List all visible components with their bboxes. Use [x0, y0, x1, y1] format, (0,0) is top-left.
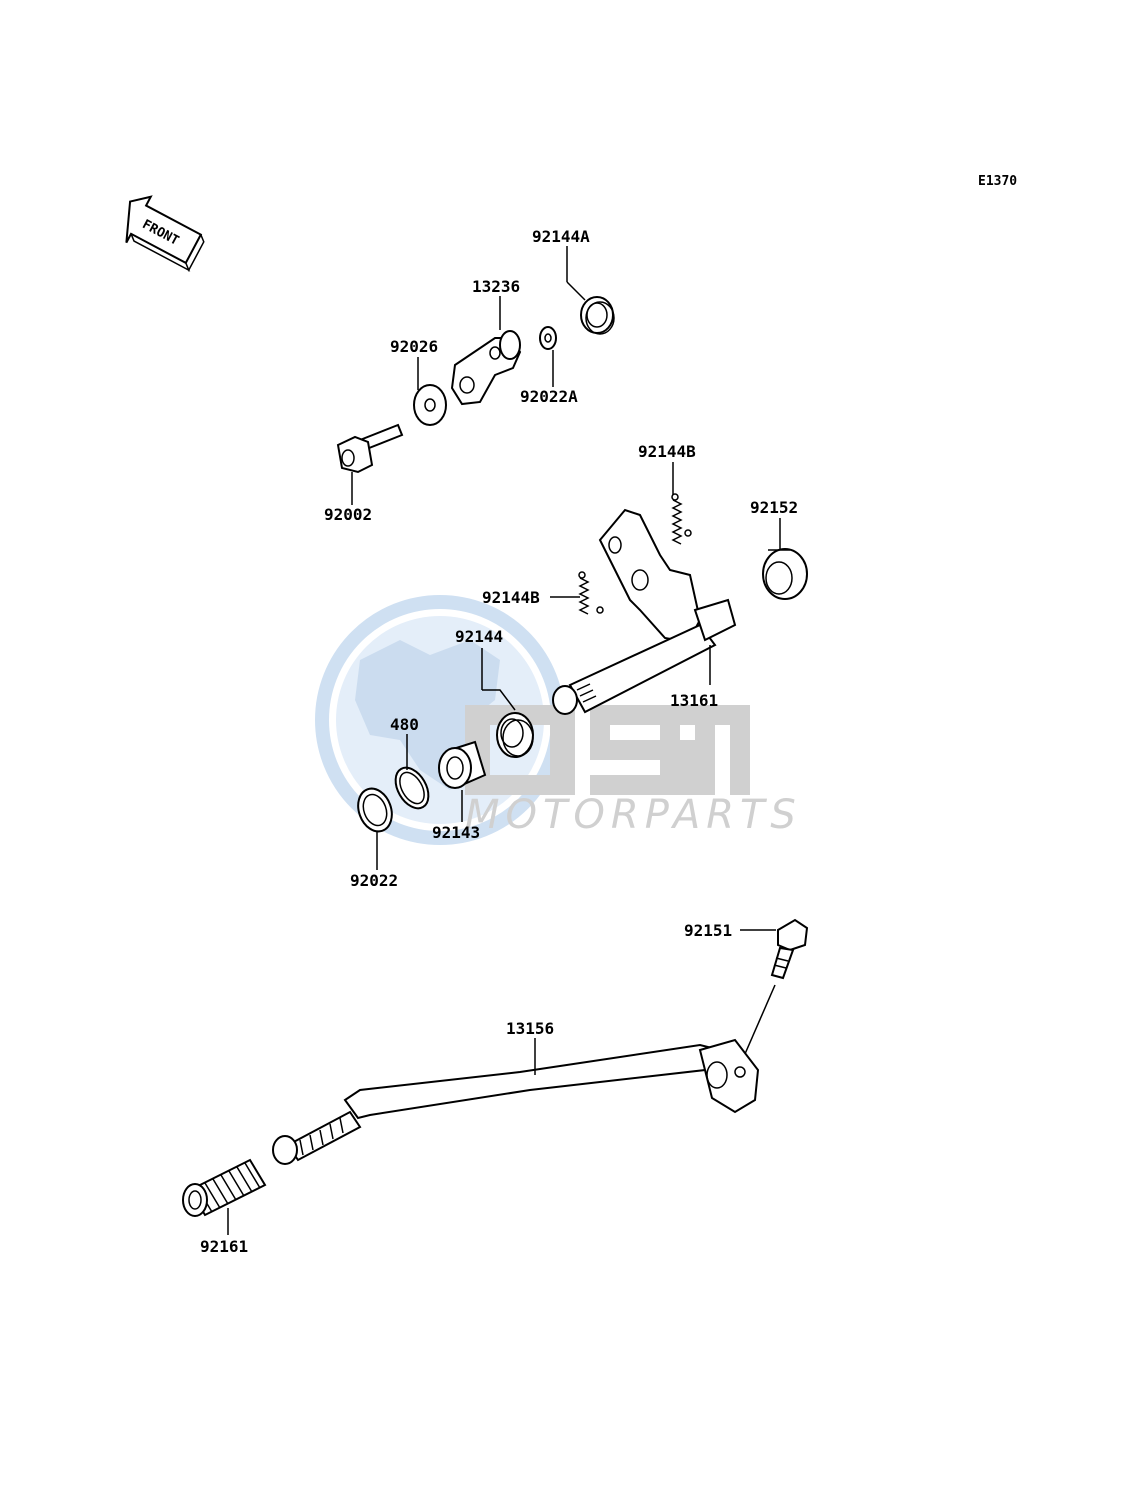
rubber-grip-92161 — [182, 1158, 267, 1217]
washer-92022A — [539, 326, 557, 350]
circlip-480 — [394, 766, 430, 810]
shift-lever-13156 — [272, 1038, 760, 1165]
seal-92152 — [762, 548, 808, 600]
label-92144B-mid: 92144B — [482, 588, 540, 607]
spring-92144B-top — [671, 493, 692, 545]
label-92161: 92161 — [200, 1237, 248, 1256]
watermark-subtitle: MOTORPARTS — [465, 792, 802, 838]
label-13156: 13156 — [506, 1019, 554, 1038]
bolt-92151 — [770, 918, 809, 980]
label-92022: 92022 — [350, 871, 398, 890]
arm-13236 — [450, 330, 522, 406]
spring-92144 — [482, 689, 534, 758]
washer-92026 — [413, 384, 447, 426]
label-92022A: 92022A — [520, 387, 578, 406]
bushing-92143 — [438, 740, 487, 789]
spring-92144B-mid — [578, 571, 604, 615]
label-92144: 92144 — [455, 627, 503, 646]
label-92152: 92152 — [750, 498, 798, 517]
shift-shaft-13161 — [552, 508, 737, 715]
label-92143: 92143 — [432, 823, 480, 842]
bolt-92002 — [336, 423, 404, 474]
label-13236: 13236 — [472, 277, 520, 296]
label-13161: 13161 — [670, 691, 718, 710]
diagram-code: E1370 — [978, 174, 1017, 189]
label-92144B-top: 92144B — [638, 442, 696, 461]
label-92151: 92151 — [684, 921, 732, 940]
washer-92022 — [357, 787, 393, 833]
spring-92144A — [566, 281, 615, 335]
front-arrow: FRONT — [125, 195, 205, 272]
label-480: 480 — [390, 715, 419, 734]
label-92144A: 92144A — [532, 227, 590, 246]
label-92002: 92002 — [324, 505, 372, 524]
label-92026: 92026 — [390, 337, 438, 356]
